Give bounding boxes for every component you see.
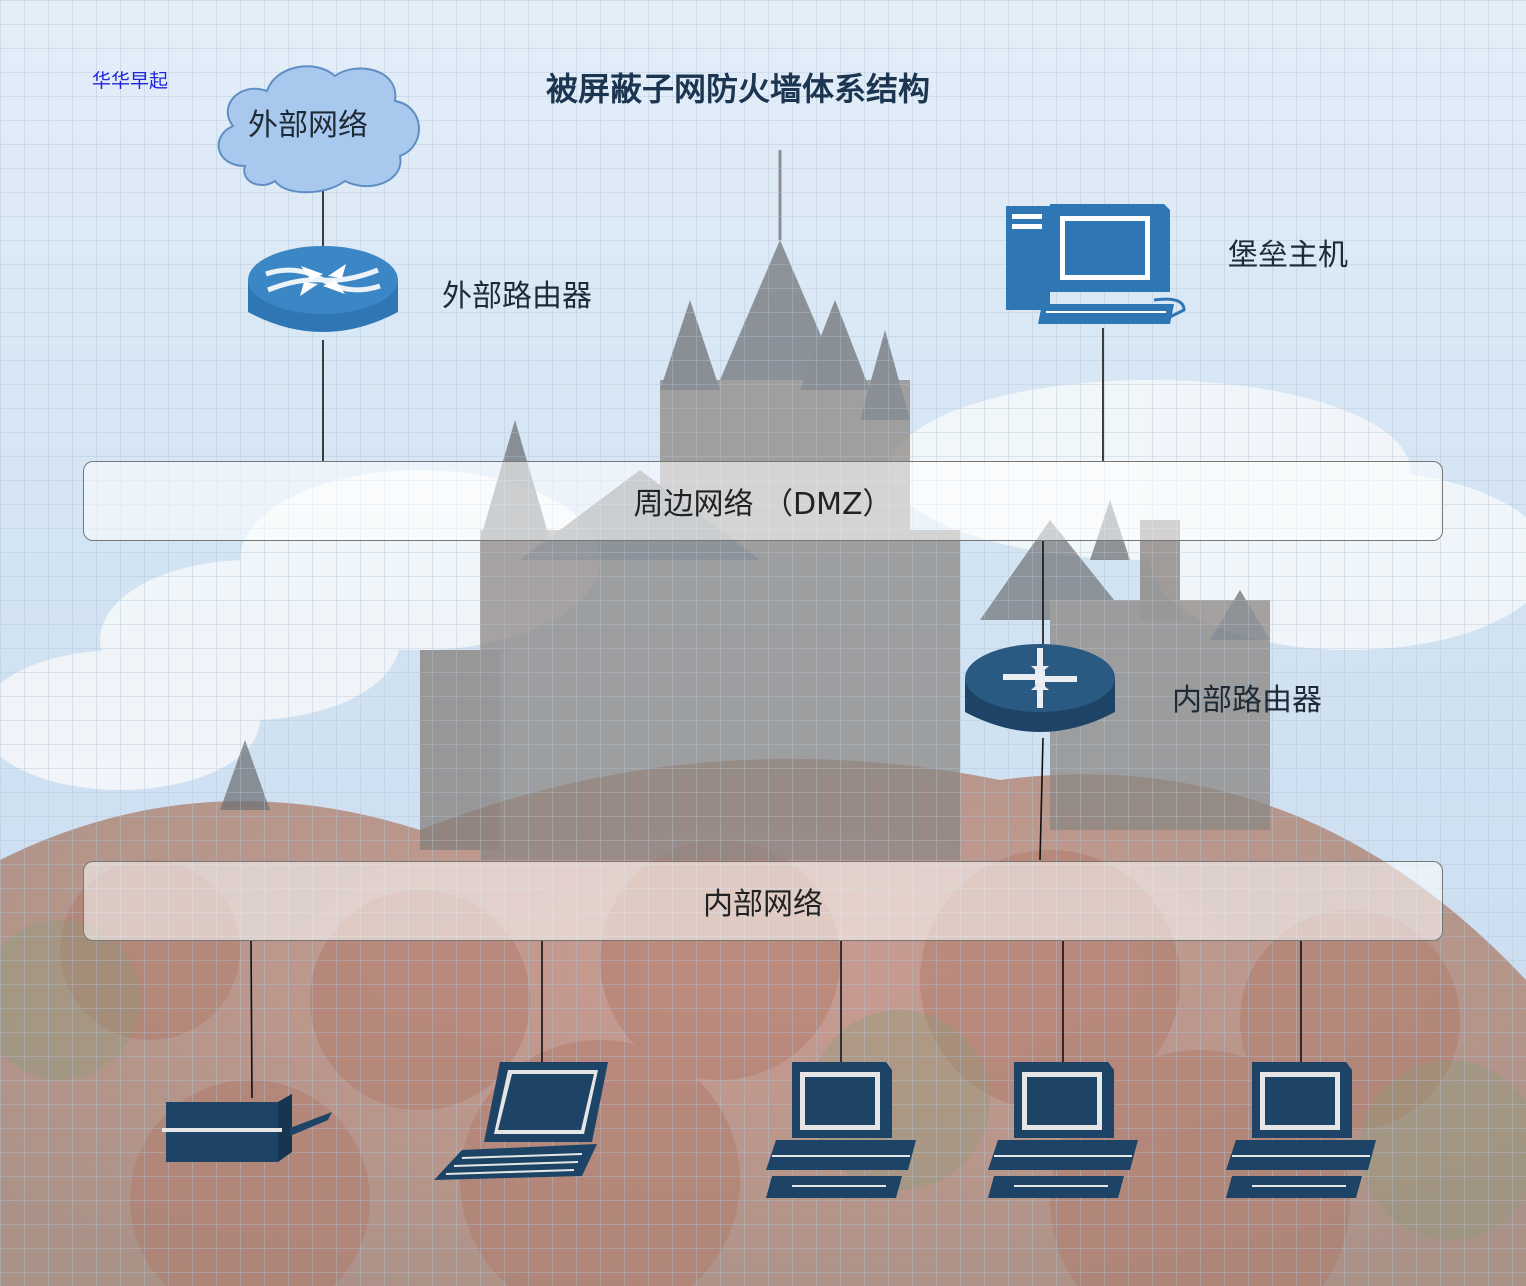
external-network-label: 外部网络 [248, 108, 368, 143]
bastion-host-computer-icon [1006, 204, 1186, 324]
dmz-label: 周边网络 （DMZ） [633, 487, 893, 522]
link-lan-printer [250, 939, 253, 1099]
desktop-icon [1226, 1062, 1376, 1198]
internal-network-label: 内部网络 [703, 887, 823, 922]
internal-router-icon [965, 644, 1115, 732]
bastion-host-label: 堡垒主机 [1228, 238, 1348, 273]
dmz-bus: 周边网络 （DMZ） [83, 461, 1443, 541]
printer-icon [162, 1094, 332, 1162]
laptop-icon [434, 1062, 608, 1180]
desktop-icon [988, 1062, 1138, 1198]
link-internal-router-lan [1039, 737, 1044, 861]
watermark: 华华早起 [92, 70, 169, 92]
internal-router-label: 内部路由器 [1172, 683, 1322, 718]
internal-network-bus: 内部网络 [83, 861, 1443, 941]
desktop-icon [766, 1062, 916, 1198]
diagram-title: 被屏蔽子网防火墙体系结构 [546, 70, 931, 108]
cloud-icon [217, 65, 420, 194]
external-router-icon [248, 246, 398, 332]
external-router-label: 外部路由器 [442, 279, 592, 314]
